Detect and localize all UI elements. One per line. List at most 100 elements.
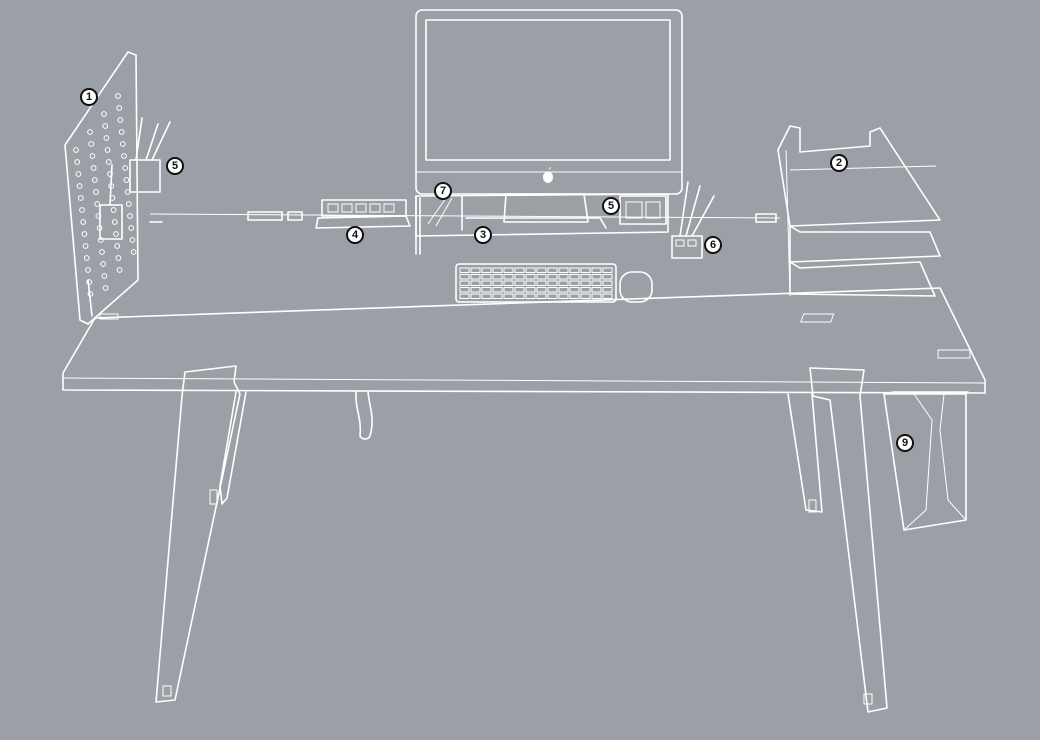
pegboard-hole <box>91 166 96 171</box>
apple-logo-icon <box>543 167 553 183</box>
keyboard-key <box>482 281 491 286</box>
keyboard-key <box>537 288 546 293</box>
keyboard-key <box>548 288 557 293</box>
keyboard-key <box>537 281 546 286</box>
letter-trays <box>756 126 940 296</box>
pegboard-hole <box>80 208 85 213</box>
pegboard-hole <box>84 256 89 261</box>
keyboard-key <box>504 268 513 273</box>
keyboard-key <box>526 281 535 286</box>
pegboard-hole <box>115 244 120 249</box>
keyboard-key <box>482 275 491 280</box>
pegboard-hole <box>112 220 117 225</box>
keyboard-key <box>592 275 601 280</box>
marker-hanging-bag: 9 <box>896 434 914 452</box>
keyboard-key <box>482 268 491 273</box>
keyboard-key <box>570 268 579 273</box>
keyboard-key <box>537 294 546 299</box>
pegboard-hole <box>74 148 79 153</box>
desk-leg-back-right <box>788 394 822 512</box>
keyboard-key <box>471 268 480 273</box>
keyboard-key <box>581 281 590 286</box>
pegboard-hole <box>105 148 110 153</box>
pegboard-hole <box>102 274 107 279</box>
pegboard-hole <box>83 244 88 249</box>
pegboard-hole <box>100 250 105 255</box>
keyboard-key <box>548 275 557 280</box>
pegboard-hole <box>129 226 134 231</box>
pegboard-hole <box>95 202 100 207</box>
pegboard-hole <box>106 160 111 165</box>
keyboard-key <box>592 294 601 299</box>
keyboard-key <box>460 294 469 299</box>
pegboard-hole <box>122 154 127 159</box>
keyboard-key <box>537 275 546 280</box>
keyboard-key <box>526 288 535 293</box>
pegboard-hole <box>77 184 82 189</box>
hanging-bag <box>884 392 968 530</box>
keyboard-key <box>592 281 601 286</box>
keyboard-key <box>603 275 612 280</box>
mouse <box>620 272 652 302</box>
marker-stand-divider: 7 <box>434 182 452 200</box>
keyboard-key <box>570 294 579 299</box>
keyboard-key <box>603 268 612 273</box>
keyboard-key <box>581 294 590 299</box>
keyboard-key <box>460 275 469 280</box>
pegboard-hole <box>101 262 106 267</box>
pegboard-hole <box>119 130 124 135</box>
pegboard-hole <box>81 220 86 225</box>
marker-pegboard: 1 <box>80 88 98 106</box>
pegboard-hole <box>116 256 121 261</box>
keyboard-key <box>548 281 557 286</box>
pegboard-hole <box>90 154 95 159</box>
marker-pen-holder-left: 5 <box>166 157 184 175</box>
keyboard-key <box>482 288 491 293</box>
keyboard-key <box>559 275 568 280</box>
keyboard-key <box>493 294 502 299</box>
desk-leg-front-left <box>156 366 240 702</box>
keyboard-key <box>559 288 568 293</box>
keyboard-key <box>493 275 502 280</box>
keyboard-key <box>515 268 524 273</box>
pegboard-hole <box>92 178 97 183</box>
keyboard-key <box>482 294 491 299</box>
pegboard-hole <box>82 232 87 237</box>
pegboard-hole <box>75 160 80 165</box>
pegboard-hole <box>111 208 116 213</box>
keyboard-key <box>559 268 568 273</box>
pegboard-hole <box>88 130 93 135</box>
keyboard-key <box>592 268 601 273</box>
keyboard-key <box>559 294 568 299</box>
marker-cable-organizer: 4 <box>346 226 364 244</box>
keyboard-key <box>570 281 579 286</box>
keyboard-key <box>526 268 535 273</box>
marker-monitor-stand: 3 <box>474 226 492 244</box>
pegboard-hole <box>76 172 81 177</box>
pegboard-hole <box>131 250 136 255</box>
pegboard-hole <box>117 106 122 111</box>
hanging-cable <box>356 392 372 439</box>
keyboard-key <box>515 294 524 299</box>
pegboard-hole <box>86 268 91 273</box>
cable-organizer <box>316 200 410 228</box>
pegboard-hole <box>114 232 119 237</box>
keyboard-key <box>581 268 590 273</box>
pegboard-hole <box>78 196 83 201</box>
pegboard-hole <box>130 238 135 243</box>
pegboard-hole <box>104 136 109 141</box>
keyboard-key <box>504 294 513 299</box>
pegboard-hole <box>126 202 131 207</box>
keyboard-key <box>526 294 535 299</box>
keyboard-key <box>581 288 590 293</box>
keyboard-key <box>515 288 524 293</box>
pegboard-hole <box>117 268 122 273</box>
pegboard-hole <box>94 190 99 195</box>
keyboard <box>456 264 616 302</box>
keyboard-key <box>460 281 469 286</box>
keyboard-key <box>460 288 469 293</box>
keyboard-key <box>559 281 568 286</box>
pegboard-hole <box>89 142 94 147</box>
pegboard-hole <box>103 124 108 129</box>
